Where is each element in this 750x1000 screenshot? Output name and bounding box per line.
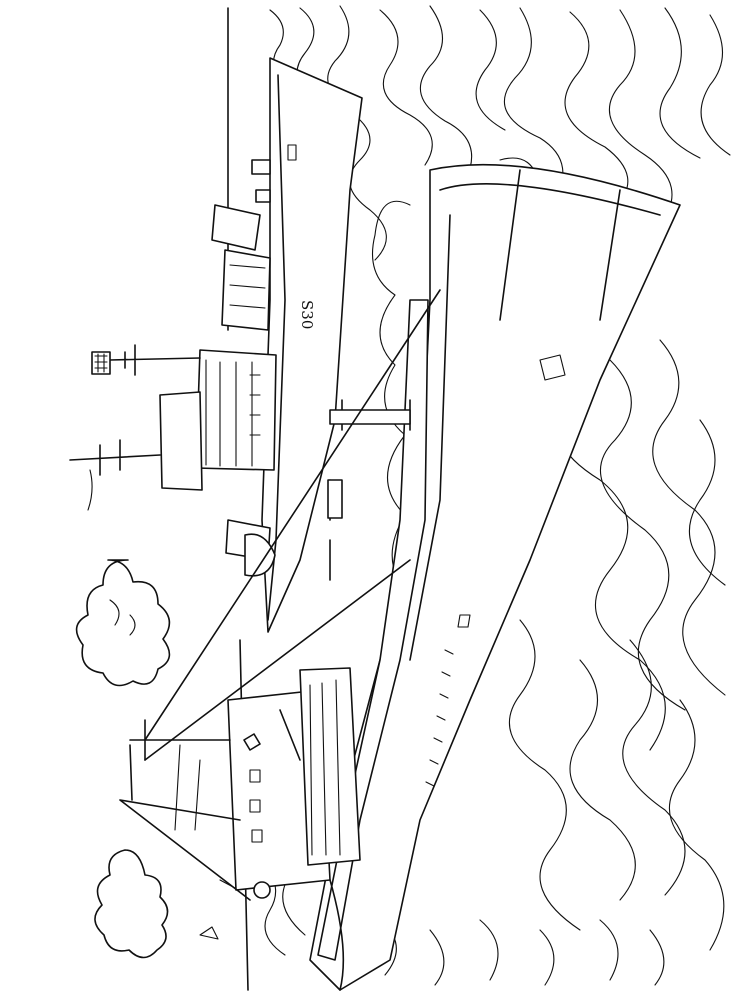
distant-warship: S30 (70, 58, 362, 632)
clouds (77, 560, 170, 958)
hull-number: S30 (298, 300, 316, 329)
foreground-ship (120, 158, 680, 990)
